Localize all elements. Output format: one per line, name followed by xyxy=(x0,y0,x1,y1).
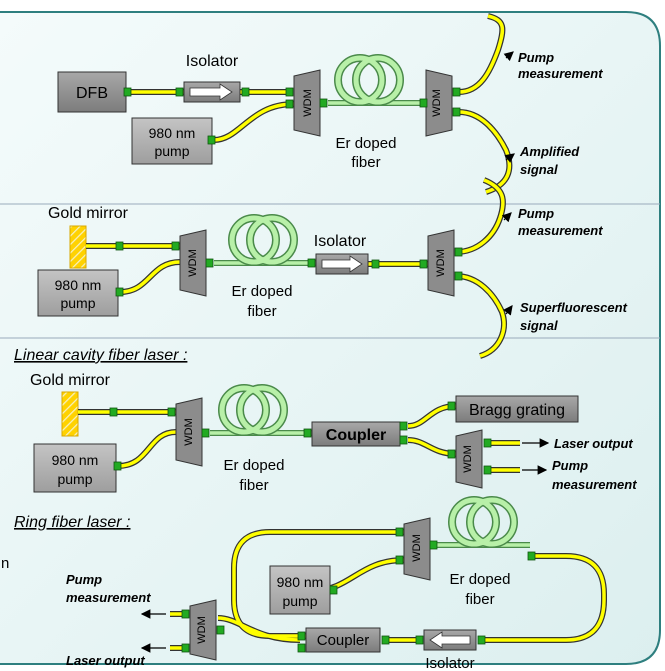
sf-pump-label-2: pump xyxy=(60,295,95,311)
ring-coupler-label: Coupler xyxy=(317,632,370,649)
ring-isolator-arrow-icon xyxy=(429,631,471,649)
ll-pump-label-2: pump xyxy=(57,471,92,487)
ring-wdm-pump xyxy=(403,517,431,581)
sf-out-signal-2: signal xyxy=(520,318,558,333)
sf-wdm-in xyxy=(179,229,207,297)
ring-er-coil xyxy=(449,497,517,547)
ring-out-pump-2: measurement xyxy=(66,590,151,605)
ll-coupler xyxy=(311,421,401,447)
amp-out-pump-2: measurement xyxy=(518,66,603,81)
sf-isolator-arrow-icon xyxy=(321,255,363,273)
sf-er-coil xyxy=(229,215,297,265)
sf-fiber xyxy=(86,178,506,358)
amp-out-signal-1: Amplified xyxy=(519,144,580,159)
ll-fiber xyxy=(78,404,520,472)
amp-pump-arrow xyxy=(503,51,514,62)
ll-pump-source xyxy=(33,443,117,493)
ll-fiber-label-2: fiber xyxy=(239,477,268,494)
sf-isolator-label: Isolator xyxy=(314,233,367,250)
linear-laser-section: Linear cavity fiber laser : Gold mirror xyxy=(14,347,637,494)
amp-wdm-out-label: WDM xyxy=(431,89,443,117)
ring-fiber-label-2: fiber xyxy=(465,591,494,608)
amplifier-section: DFB Isolator 980 nm pump WDM WDM Er dope… xyxy=(57,13,603,195)
sf-gold-mirror xyxy=(69,225,87,269)
amp-out-signal-2: signal xyxy=(520,162,558,177)
ring-laser-header: Ring fiber laser : xyxy=(14,514,131,531)
amp-pump-source xyxy=(131,117,213,165)
amp-connectors xyxy=(123,87,461,145)
amp-pump-label-2: pump xyxy=(154,143,189,159)
amp-wdm-out xyxy=(425,69,453,137)
linear-laser-header: Linear cavity fiber laser : xyxy=(14,347,187,364)
ll-out-pump-2: measurement xyxy=(552,477,637,492)
sf-wdm-in-label: WDM xyxy=(187,249,199,277)
ll-bragg-grating xyxy=(455,395,579,423)
sf-out-pump-2: measurement xyxy=(518,223,603,238)
sf-wdm-out xyxy=(427,229,455,297)
sf-pump-label-1: 980 nm xyxy=(55,277,102,293)
amp-wdm-in-label: WDM xyxy=(302,89,314,117)
ring-pump-label-1: 980 nm xyxy=(277,574,324,590)
ll-wdm-in-label: WDM xyxy=(183,418,195,446)
ring-wdm-pump-label: WDM xyxy=(411,534,423,562)
amp-isolator-arrow-icon xyxy=(189,83,233,101)
ring-fiber-label-1: Er doped xyxy=(450,571,511,588)
sf-pump-source xyxy=(37,269,119,317)
amp-signal-arrow xyxy=(504,153,515,163)
sf-wdm-out-label: WDM xyxy=(435,249,447,277)
sf-connectors xyxy=(115,241,463,297)
ll-connectors xyxy=(109,401,492,475)
amp-pump-label-1: 980 nm xyxy=(149,125,196,141)
sf-fiber-label-2: fiber xyxy=(247,303,276,320)
ring-wdm-out xyxy=(189,599,217,661)
ll-gold-mirror xyxy=(61,391,79,437)
amp-wdm-in xyxy=(293,69,321,137)
ring-laser-section: Ring fiber laser : n WDM 98 xyxy=(1,496,607,671)
ring-edge-char: n xyxy=(1,555,9,572)
ring-coupler xyxy=(305,627,381,653)
ring-out-pump-1: Pump xyxy=(66,572,102,587)
amp-er-coil xyxy=(335,55,403,105)
sf-pump-arrow xyxy=(501,212,512,223)
sf-signal-arrow xyxy=(503,305,513,316)
sf-out-signal-1: Superfluorescent xyxy=(520,300,628,315)
amp-fiber-label-1: Er doped xyxy=(336,135,397,152)
ll-fiber-label-1: Er doped xyxy=(224,457,285,474)
ll-coupler-label: Coupler xyxy=(326,427,386,444)
ll-wdm-out-label: WDM xyxy=(462,445,474,473)
ring-connectors xyxy=(181,527,536,653)
ll-out-pump-1: Pump xyxy=(552,458,588,473)
ll-pump-label-1: 980 nm xyxy=(52,452,99,468)
sf-out-pump-1: Pump xyxy=(518,206,554,221)
dfb-source xyxy=(57,71,127,113)
ring-isolator-label: Isolator xyxy=(425,655,474,671)
sf-fiber-label-1: Er doped xyxy=(232,283,293,300)
ring-pump-label-2: pump xyxy=(282,593,317,609)
ll-laser-output: Laser output xyxy=(554,436,633,451)
amp-isolator-label: Isolator xyxy=(186,53,239,70)
ll-er-coil xyxy=(219,385,287,435)
ll-wdm-in xyxy=(175,397,203,467)
ll-bragg-label: Bragg grating xyxy=(469,402,565,419)
ring-laser-output: Laser output xyxy=(66,653,145,668)
amp-fiber-label-2: fiber xyxy=(351,154,380,171)
superfluorescent-section: Gold mirror WDM WDM Is xyxy=(37,177,628,359)
sf-mirror-label: Gold mirror xyxy=(48,205,129,222)
ring-wdm-out-label: WDM xyxy=(196,616,208,644)
amp-out-pump-1: Pump xyxy=(518,50,554,65)
ll-wdm-out xyxy=(455,429,483,489)
ll-mirror-label: Gold mirror xyxy=(30,372,111,389)
dfb-label: DFB xyxy=(76,85,108,102)
